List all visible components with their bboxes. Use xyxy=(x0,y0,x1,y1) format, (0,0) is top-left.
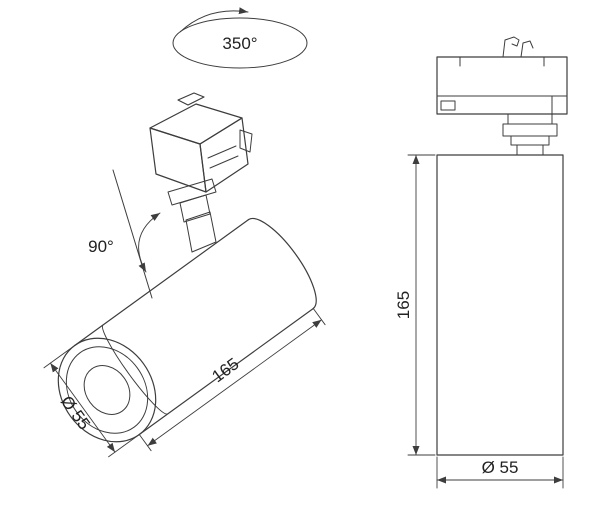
collar-segment xyxy=(502,123,558,137)
dimension-line xyxy=(49,362,116,453)
adapter-slot-line xyxy=(209,155,239,169)
body-front xyxy=(436,154,564,456)
rotation-arrow-icon xyxy=(179,7,249,33)
tilt-arc xyxy=(138,212,161,273)
diameter-label: Ø 55 xyxy=(57,392,94,433)
adapter-right-face xyxy=(199,117,249,193)
collar-segment xyxy=(516,144,544,156)
height-dimension: 165 xyxy=(394,154,436,456)
hook-left xyxy=(502,36,520,58)
left-view: 350° 90° xyxy=(43,7,326,458)
extension-line xyxy=(43,345,76,369)
right-view: 165 Ø 55 xyxy=(394,36,568,489)
diameter-label-front: Ø 55 xyxy=(482,458,519,477)
neck-upper xyxy=(179,194,211,223)
collar-segment xyxy=(510,135,550,146)
dimension-line xyxy=(147,319,323,447)
hook-right xyxy=(520,40,534,58)
collar-segment xyxy=(507,113,553,125)
adapter-top-tab xyxy=(177,92,205,106)
height-label: 165 xyxy=(394,291,413,319)
adapter-side-block xyxy=(239,129,253,153)
lens-mid-ring xyxy=(65,346,149,434)
diameter-dimension: Ø 55 xyxy=(43,345,140,458)
adapter-left-face xyxy=(149,127,207,193)
adapter-contact-block xyxy=(440,100,456,111)
neck-lower xyxy=(185,211,217,253)
adapter-housing xyxy=(436,56,568,115)
lens-rings xyxy=(57,337,157,443)
track-adapter-front xyxy=(436,56,568,115)
tilt-axis-line xyxy=(112,169,153,299)
diameter-dimension-front: Ø 55 xyxy=(436,456,564,489)
rotation-angle-label: 350° xyxy=(222,34,257,53)
body-edge-top xyxy=(74,218,250,347)
swivel-neck xyxy=(167,178,217,253)
mounting-collar xyxy=(502,113,558,156)
adapter-top-face xyxy=(149,103,243,145)
body-rear-cap xyxy=(248,217,317,310)
adapter-slot-line xyxy=(207,145,237,159)
length-dimension: 165 xyxy=(138,308,326,452)
extension-line xyxy=(312,308,326,326)
extension-line xyxy=(108,434,140,458)
lens-outer-ring xyxy=(57,337,157,443)
tilt-angle-label: 90° xyxy=(88,237,114,256)
track-adapter-perspective xyxy=(149,92,253,193)
adapter-hooks xyxy=(502,36,534,58)
rotation-ellipse xyxy=(172,17,308,69)
extension-line xyxy=(138,434,152,452)
body-bezel-line xyxy=(102,324,169,415)
neck-flange xyxy=(167,178,217,206)
